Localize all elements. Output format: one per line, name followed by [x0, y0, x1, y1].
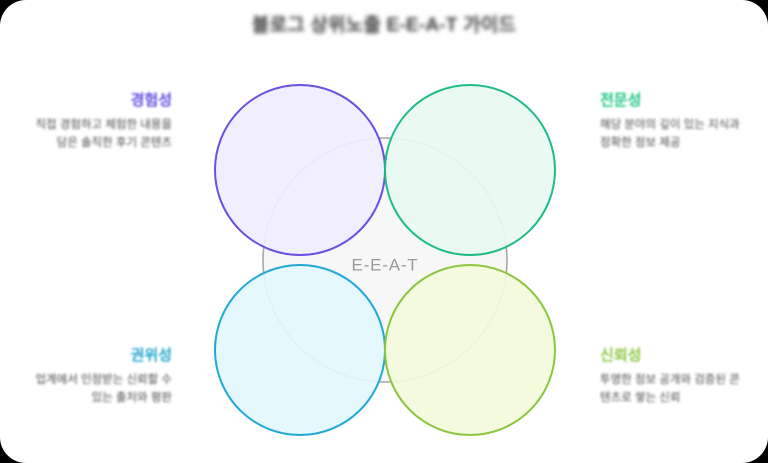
label-block-trustworthiness: 신뢰성 투명한 정보 공개와 검증된 콘텐츠로 쌓는 신뢰 [600, 347, 750, 408]
circle-expertise[interactable] [384, 84, 556, 256]
label-heading-experience: 경험성 [130, 92, 172, 109]
label-body-trustworthiness: 투명한 정보 공개와 검증된 콘텐츠로 쌓는 신뢰 [600, 374, 740, 404]
label-heading-expertise: 전문성 [600, 92, 642, 109]
venn-svg: E-E-A-T [214, 84, 556, 436]
label-body-authoritativeness: 업계에서 인정받는 신뢰할 수 있는 출처와 평판 [35, 374, 172, 404]
venn-diagram: E-E-A-T [180, 50, 590, 460]
label-body-expertise: 해당 분야의 깊이 있는 지식과 정확한 정보 제공 [600, 119, 740, 149]
center-label: E-E-A-T [352, 255, 419, 274]
circle-authoritativeness[interactable] [214, 264, 386, 436]
page-title: 블로그 상위노출 E-E-A-T 가이드 [251, 15, 517, 36]
label-heading-trustworthiness: 신뢰성 [600, 347, 642, 364]
circle-experience[interactable] [214, 84, 386, 256]
label-block-experience: 경험성 직접 경험하고 체험한 내용을 담은 솔직한 후기 콘텐츠 [22, 92, 172, 153]
label-block-expertise: 전문성 해당 분야의 깊이 있는 지식과 정확한 정보 제공 [600, 92, 750, 153]
circle-trustworthiness[interactable] [384, 264, 556, 436]
label-body-experience: 직접 경험하고 체험한 내용을 담은 솔직한 후기 콘텐츠 [35, 119, 172, 149]
label-heading-authoritativeness: 권위성 [130, 347, 172, 364]
label-block-authoritativeness: 권위성 업계에서 인정받는 신뢰할 수 있는 출처와 평판 [22, 347, 172, 408]
